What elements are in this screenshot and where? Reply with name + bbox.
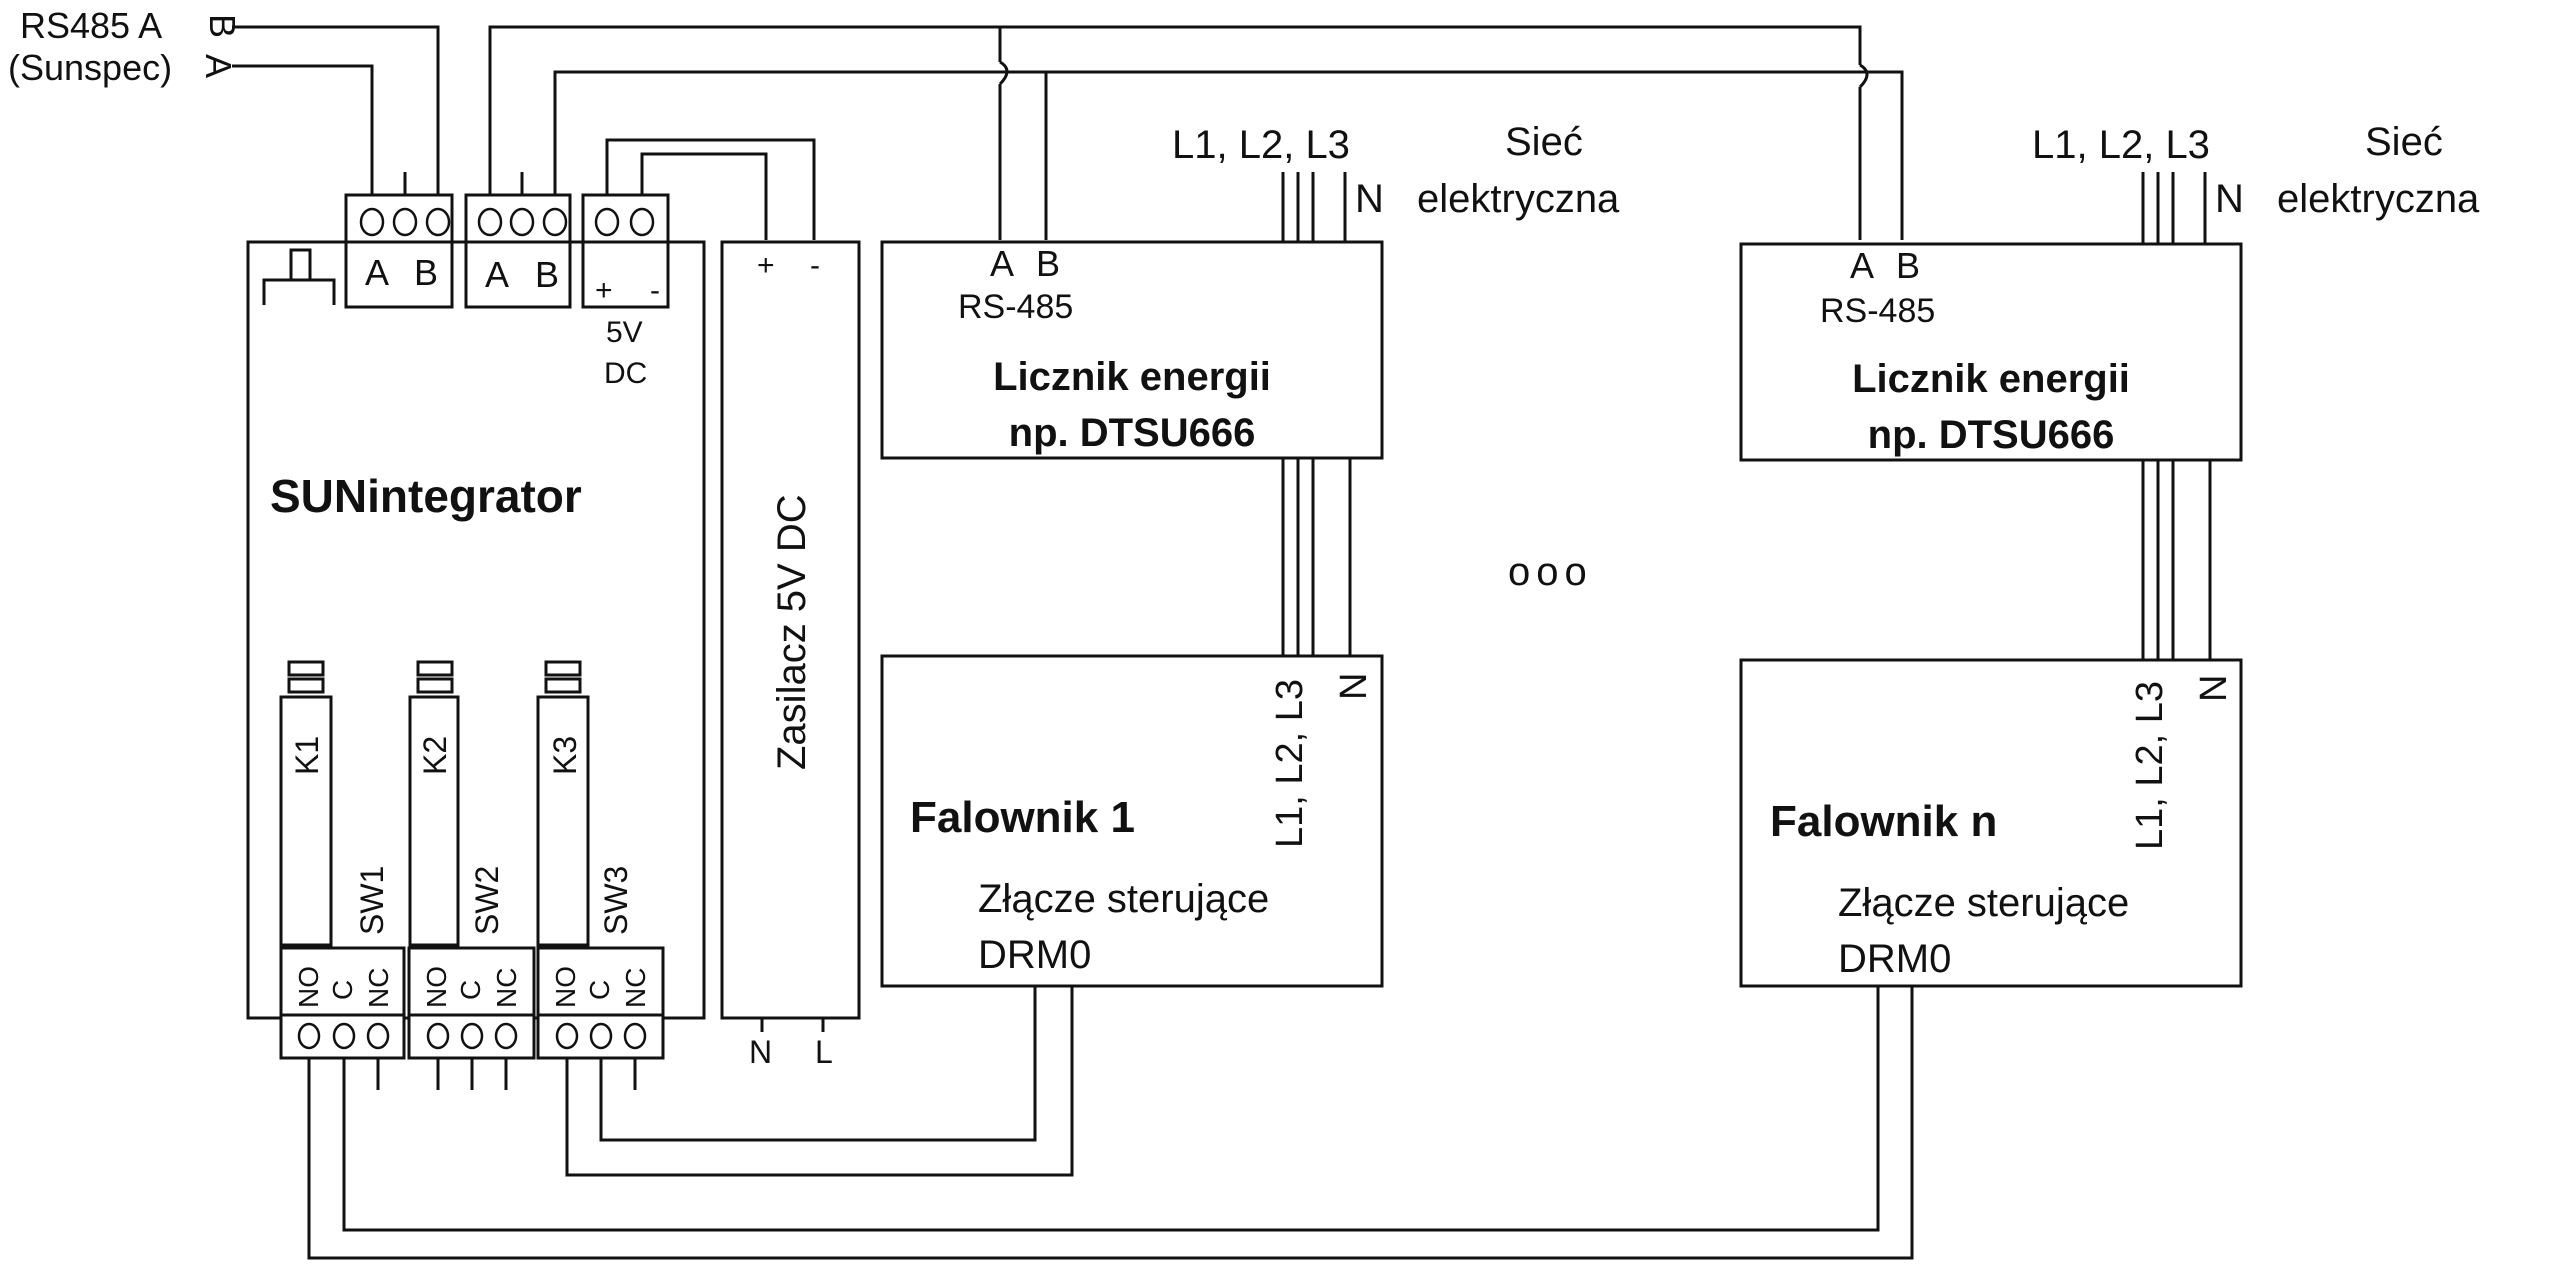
- sunintegrator-title: SUNintegrator: [270, 470, 582, 522]
- wire-relay3-no-drm-inv1: [565, 984, 1074, 1177]
- inverter1-connector-label: Złącze sterujące: [978, 877, 1269, 921]
- power-5v-label: 5V: [606, 316, 643, 349]
- inverter1-title: Falownik 1: [910, 793, 1135, 842]
- inverter1-drm0-label: DRM0: [978, 933, 1091, 977]
- meter2-neutral-label: N: [2215, 177, 2244, 221]
- reset-button-icon: [289, 248, 312, 282]
- relay-k1: K1 SW1: [279, 660, 390, 947]
- energy-meter-1: A B RS-485 Licznik energii np. DTSU666: [880, 240, 1384, 460]
- reset-button-base-icon: [262, 278, 336, 305]
- relay1-nc-label: NC: [363, 968, 394, 1008]
- terminal2-b-label: B: [535, 254, 559, 295]
- meter1-neutral-label: N: [1355, 177, 1384, 221]
- meter1-grid-label-2: elektryczna: [1417, 177, 1620, 221]
- meter2-model: np. DTSU666: [1868, 413, 2115, 457]
- inverter-n: L1, L2, L3 N Falownik n Złącze sterujące…: [1739, 658, 2243, 988]
- relay1-c-label: C: [327, 980, 358, 1000]
- relay3-c-label: C: [584, 980, 615, 1000]
- switch-sw3-label: SW3: [598, 866, 634, 935]
- relay-terminal-1: NO C NC: [279, 946, 406, 1060]
- meter2-pin-a: A: [1850, 245, 1874, 286]
- invertern-title: Falownik n: [1770, 797, 1997, 846]
- relay-k3-label: K3: [547, 736, 583, 775]
- meter1-bus-label: RS-485: [958, 288, 1073, 326]
- invertern-neutral-label: N: [2193, 675, 2235, 702]
- terminal3-minus-label: -: [650, 274, 660, 307]
- energy-meter-n: A B RS-485 Licznik energii np. DTSU666: [1739, 242, 2243, 462]
- meter2-pin-b: B: [1896, 245, 1920, 286]
- wire-5v-plus: [640, 152, 768, 240]
- terminal-rs485-sunspec: A B: [344, 193, 454, 309]
- terminal-rs485-meters: A B: [464, 193, 572, 309]
- meter1-phases-label: L1, L2, L3: [1172, 123, 1350, 167]
- meter2-grid-label: Sieć: [2365, 120, 2443, 164]
- psu-l-label: L: [815, 1034, 833, 1070]
- terminal1-b-label: B: [414, 252, 438, 293]
- relay-k2-label: K2: [417, 736, 453, 775]
- psu-n-label: N: [749, 1034, 772, 1070]
- psu-minus-label: -: [810, 249, 820, 282]
- meter2-bus-label: RS-485: [1820, 292, 1935, 330]
- relay2-c-label: C: [455, 980, 486, 1000]
- more-devices-ellipsis: ooo: [1508, 550, 1593, 594]
- invertern-connector-label: Złącze sterujące: [1838, 881, 2129, 925]
- rs485-label: RS485 A: [20, 5, 162, 46]
- terminal2-a-label: A: [485, 254, 509, 295]
- wire-bus-a: [553, 70, 1904, 240]
- wire-relay1-c-drm-invn: [342, 984, 1880, 1232]
- wire-relay1-no-drm-invn: [307, 984, 1914, 1260]
- meter1-pin-b: B: [1036, 243, 1060, 284]
- meter2-title: Licznik energii: [1852, 357, 2130, 401]
- meter2-phases-label: L1, L2, L3: [2032, 123, 2210, 167]
- relay-terminal-3: NO C NC: [536, 946, 665, 1060]
- invertern-drm0-label: DRM0: [1838, 937, 1951, 981]
- relay-terminal-2: NO C NC: [407, 946, 536, 1060]
- power-supply-title: Zasilacz 5V DC: [770, 494, 814, 770]
- relay-k2: K2 SW2: [408, 660, 505, 947]
- terminal1-a-label: A: [365, 252, 389, 293]
- inverter1-phases-label: L1, L2, L3: [1269, 679, 1311, 848]
- inverter-1: L1, L2, L3 N Falownik 1 Złącze sterujące…: [880, 654, 1384, 988]
- meter1-title: Licznik energii: [993, 355, 1271, 399]
- wire-bus-b-hop: [1858, 63, 1869, 89]
- wire-relay3-c-drm-inv1: [599, 984, 1037, 1142]
- wire-rs485-a: [232, 64, 374, 195]
- relay3-nc-label: NC: [620, 968, 651, 1008]
- relay2-no-label: NO: [421, 966, 452, 1008]
- meter1-pin-a: A: [990, 243, 1014, 284]
- relay-k1-label: K1: [289, 736, 325, 775]
- relay2-nc-label: NC: [491, 968, 522, 1008]
- power-supply-box: [720, 240, 861, 1020]
- wire-bus-b: [488, 25, 1862, 195]
- switch-sw1-label: SW1: [354, 866, 390, 935]
- relay3-no-label: NO: [550, 966, 581, 1008]
- switch-sw2-label: SW2: [469, 866, 505, 935]
- meter1-grid-label: Sieć: [1505, 120, 1583, 164]
- psu-plus-label: +: [757, 249, 775, 282]
- meter1-model: np. DTSU666: [1009, 411, 1256, 455]
- relay-k3: K3 SW3: [536, 660, 634, 947]
- invertern-phases-label: L1, L2, L3: [2129, 681, 2171, 850]
- relay1-no-label: NO: [293, 966, 324, 1008]
- terminal3-plus-label: +: [595, 274, 613, 307]
- inverter1-neutral-label: N: [1333, 673, 1375, 700]
- wire-rs485-b: [232, 25, 440, 195]
- sunspec-label: (Sunspec): [8, 47, 172, 88]
- meter2-grid-label-2: elektryczna: [2277, 177, 2480, 221]
- power-dc-label: DC: [604, 357, 647, 390]
- terminal-power-5v: + -: [581, 193, 670, 309]
- wire-5v-minus: [605, 138, 816, 240]
